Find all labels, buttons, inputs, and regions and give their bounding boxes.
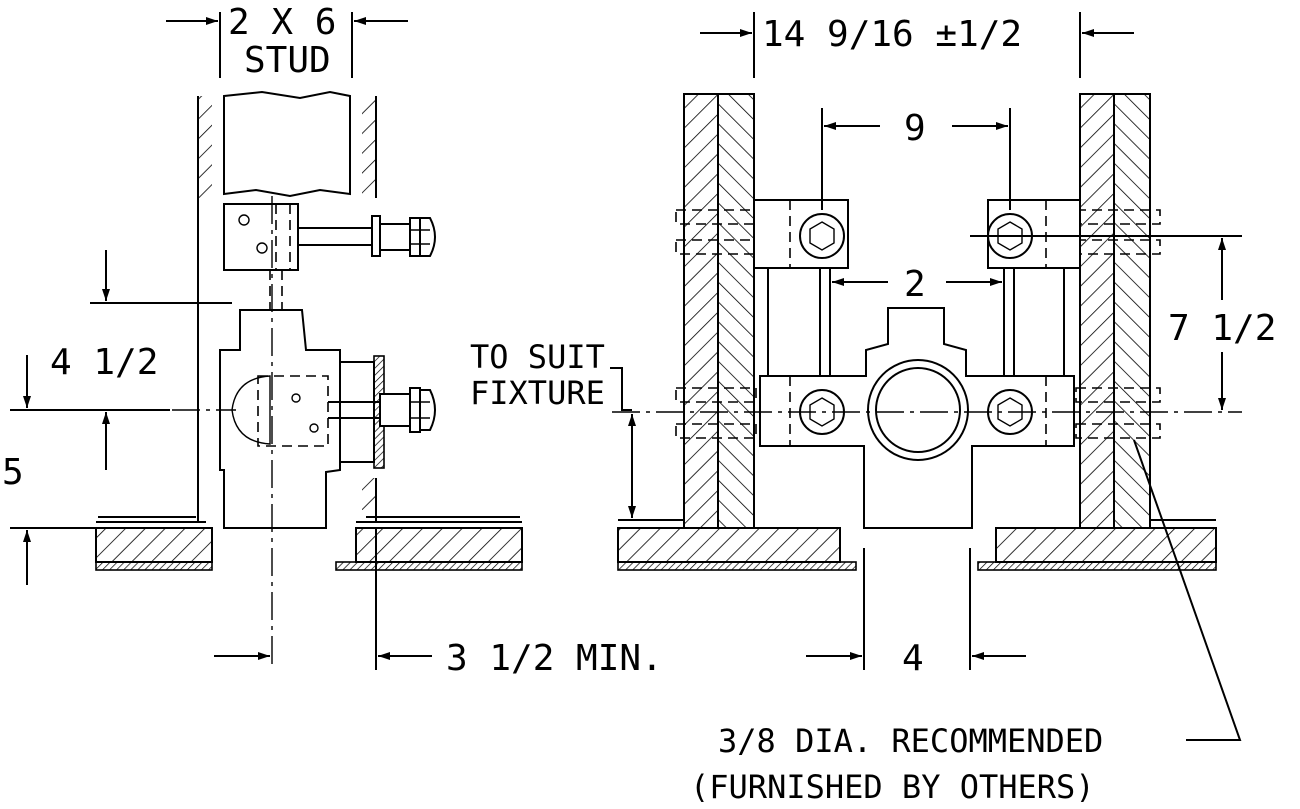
dim-4-label: 4 bbox=[902, 638, 924, 679]
dim-7-1-2-label: 7 1/2 bbox=[1168, 308, 1276, 349]
min-dimension: 3 1/2 MIN. bbox=[214, 528, 663, 679]
dim-7-1-2: 7 1/2 bbox=[970, 235, 1276, 410]
note-dia-label: 3/8 DIA. RECOMMENDED bbox=[718, 722, 1103, 760]
dim-4-1-2-label: 4 1/2 bbox=[50, 342, 158, 383]
dim-2: 2 bbox=[832, 264, 1002, 305]
width-dimension: 14 9/16 ±1/2 bbox=[700, 12, 1134, 78]
upper-bracket bbox=[223, 203, 436, 271]
fixture-label: FIXTURE bbox=[470, 374, 605, 412]
to-suit-fixture: TO SUIT FIXTURE bbox=[470, 338, 636, 518]
bolt-note: 3/8 DIA. RECOMMENDED (FURNISHED BY OTHER… bbox=[690, 439, 1242, 806]
side-view: 2 X 6 STUD bbox=[2, 2, 663, 679]
note-furnished-label: (FURNISHED BY OTHERS) bbox=[690, 768, 1095, 806]
dim-3-1-2-min-label: 3 1/2 MIN. bbox=[446, 638, 663, 679]
to-suit-label: TO SUIT bbox=[470, 338, 605, 376]
floor-side bbox=[95, 516, 523, 571]
stud-dimension: 2 X 6 STUD bbox=[166, 2, 408, 81]
vertical-dimensions: 4 1/2 5 bbox=[2, 250, 232, 585]
valve-body-side bbox=[219, 270, 436, 529]
dim-5-label: 5 bbox=[2, 452, 24, 493]
stud-size-label: 2 X 6 bbox=[228, 2, 336, 43]
dim-14-9-16-label: 14 9/16 ±1/2 bbox=[762, 14, 1022, 55]
dim-2-label: 2 bbox=[904, 264, 926, 305]
dim-9: 9 bbox=[821, 108, 1011, 210]
stud-label: STUD bbox=[244, 40, 331, 81]
dim-4: 4 bbox=[806, 548, 1026, 679]
dim-9-label: 9 bbox=[904, 108, 926, 149]
upper-mounting bbox=[675, 199, 1161, 378]
front-view: 14 9/16 ±1/2 bbox=[470, 12, 1276, 806]
wall-section bbox=[197, 90, 377, 522]
floor-front bbox=[617, 519, 1217, 571]
